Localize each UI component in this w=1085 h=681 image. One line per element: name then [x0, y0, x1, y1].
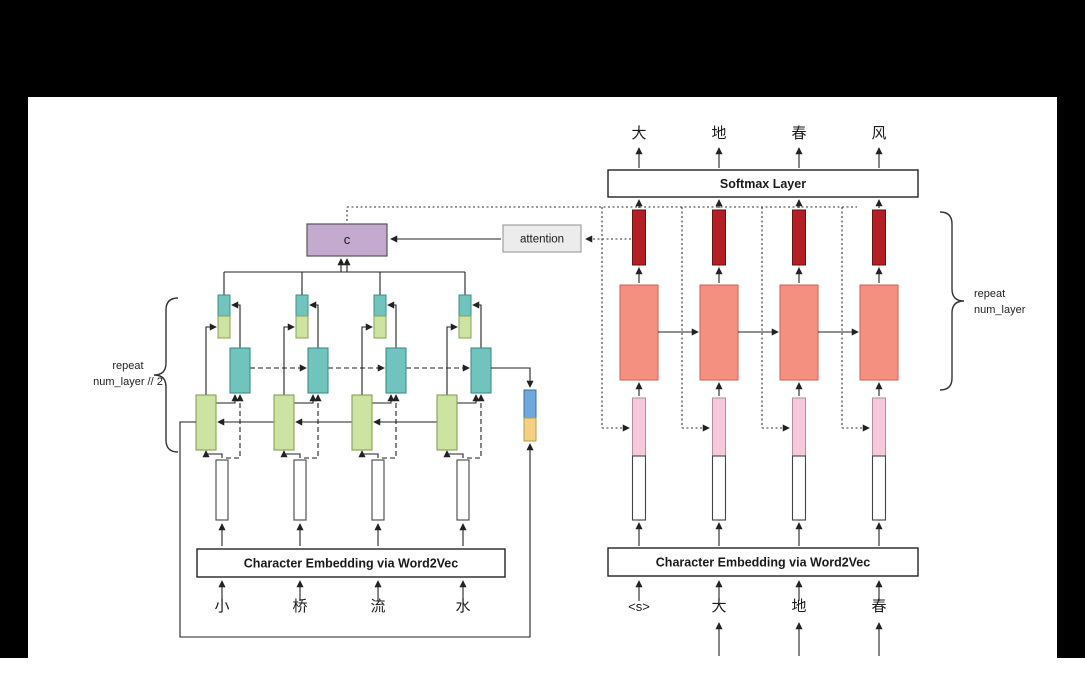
encoder-embedding-vector	[215, 459, 229, 521]
decoder-hidden-state-bar	[712, 397, 726, 457]
encoder-embedding-vector	[293, 459, 307, 521]
softmax-layer-label: Softmax Layer	[720, 177, 806, 191]
encoder-backward-cell	[351, 394, 373, 451]
attention-label: attention	[520, 234, 564, 246]
decoder-output-state-bar	[872, 209, 886, 266]
decoder-embedding-label: Character Embedding via Word2Vec	[656, 556, 870, 570]
decoder-repeat-brace	[939, 211, 965, 391]
forward-to-pair-arrow	[309, 301, 319, 348]
context-vector-label: c	[344, 232, 351, 247]
attention-box	[502, 224, 582, 253]
decoder-input-char: 春	[871, 598, 886, 615]
backward-to-pair-arrow	[446, 323, 458, 395]
vector-to-backward-arrow	[280, 450, 301, 458]
backward-to-forward-arrow	[457, 394, 480, 404]
decoder-embedding-vector	[791, 455, 807, 521]
forward-to-pair-arrow	[472, 301, 482, 348]
backward-to-pair-arrow	[205, 323, 217, 395]
backward-to-pair-arrow	[361, 323, 373, 395]
vector-to-backward-arrow	[443, 450, 464, 458]
concat-forward-part	[295, 294, 309, 317]
decoder-input-char: 大	[711, 598, 726, 615]
encoder-embedding-label: Character Embedding via Word2Vec	[244, 557, 458, 571]
backward-final-state-loop-arrow	[179, 421, 534, 638]
vector-to-forward-skip-arrow	[226, 394, 244, 459]
context-vector-box	[306, 223, 388, 257]
final-state-forward-bar	[523, 389, 537, 419]
encoder-input-char: 流	[370, 598, 385, 615]
right-black-bar	[1057, 97, 1085, 658]
encoder-repeat-brace	[153, 297, 179, 453]
encoder-repeat-label-line2: num_layer // 2	[93, 376, 163, 388]
encoder-forward-cell	[307, 347, 329, 394]
encoder-input-char: 桥	[292, 598, 307, 615]
decoder-output-char: 大	[631, 125, 646, 142]
decoder-lstm-cell	[699, 284, 739, 381]
decoder-output-state-bar	[792, 209, 806, 266]
encoder-forward-cell	[385, 347, 407, 394]
encoder-input-char: 小	[214, 598, 229, 615]
concat-forward-part	[373, 294, 387, 317]
concat-backward-part	[458, 315, 472, 339]
concat-forward-part	[458, 294, 472, 317]
forward-to-pair-arrow	[231, 301, 241, 348]
backward-to-forward-arrow	[294, 394, 317, 404]
forward-final-state-arrow	[491, 367, 534, 388]
backward-to-forward-arrow	[372, 394, 395, 404]
vector-to-forward-skip-arrow	[467, 394, 485, 459]
encoder-repeat-label-line1: repeat	[112, 360, 143, 372]
encoder-embedding-vector	[371, 459, 385, 521]
forward-to-pair-arrow	[387, 301, 397, 348]
decoder-output-char: 春	[791, 125, 806, 142]
decoder-embedding-vector	[871, 455, 887, 521]
decoder-repeat-label-line2: num_layer	[974, 304, 1026, 316]
vector-to-backward-arrow	[358, 450, 379, 458]
concat-forward-part	[217, 294, 231, 317]
decoder-output-state-bar	[712, 209, 726, 266]
left-black-bar	[0, 97, 28, 658]
encoder-backward-cell	[273, 394, 295, 451]
softmax-layer-box	[607, 169, 919, 198]
context-attention-section: c attention	[306, 223, 582, 272]
vector-to-backward-arrow	[202, 450, 223, 458]
concat-backward-part	[217, 315, 231, 339]
decoder-embedding-vector	[631, 455, 647, 521]
decoder-lstm-cell	[779, 284, 819, 381]
decoder-hidden-state-bar	[872, 397, 886, 457]
encoder-embedding-vector	[456, 459, 470, 521]
concat-backward-part	[373, 315, 387, 339]
final-state-backward-bar	[523, 417, 537, 442]
backward-to-pair-arrow	[283, 323, 295, 395]
decoder-input-char: 地	[791, 598, 806, 615]
encoder-input-char: 水	[455, 598, 470, 615]
encoder-backward-cell	[436, 394, 458, 451]
decoder-input-char: <s>	[628, 599, 650, 614]
decoder-output-char: 风	[871, 125, 886, 142]
encoder-section: Character Embedding via Word2Vec 小 桥 流 水…	[93, 271, 537, 638]
decoder-section: 大 地 春 风 Softmax Layer	[346, 125, 1026, 656]
decoder-lstm-cell	[859, 284, 899, 381]
decoder-output-state-bar	[632, 209, 646, 266]
top-black-bar	[0, 0, 1085, 97]
decoder-hidden-state-bar	[632, 397, 646, 457]
decoder-embedding-vector	[711, 455, 727, 521]
decoder-repeat-label-line1: repeat	[974, 288, 1005, 300]
vector-to-forward-skip-arrow	[304, 394, 322, 459]
decoder-lstm-cell	[619, 284, 659, 381]
encoder-embedding-box	[196, 548, 506, 578]
decoder-output-char: 地	[711, 125, 726, 142]
encoder-forward-cell	[229, 347, 251, 394]
vector-to-forward-skip-arrow	[382, 394, 400, 459]
decoder-embedding-box	[607, 547, 919, 577]
backward-to-forward-arrow	[216, 394, 239, 404]
encoder-backward-cell	[195, 394, 217, 451]
decoder-hidden-state-bar	[792, 397, 806, 457]
encoder-forward-cell	[470, 347, 492, 394]
concat-backward-part	[295, 315, 309, 339]
